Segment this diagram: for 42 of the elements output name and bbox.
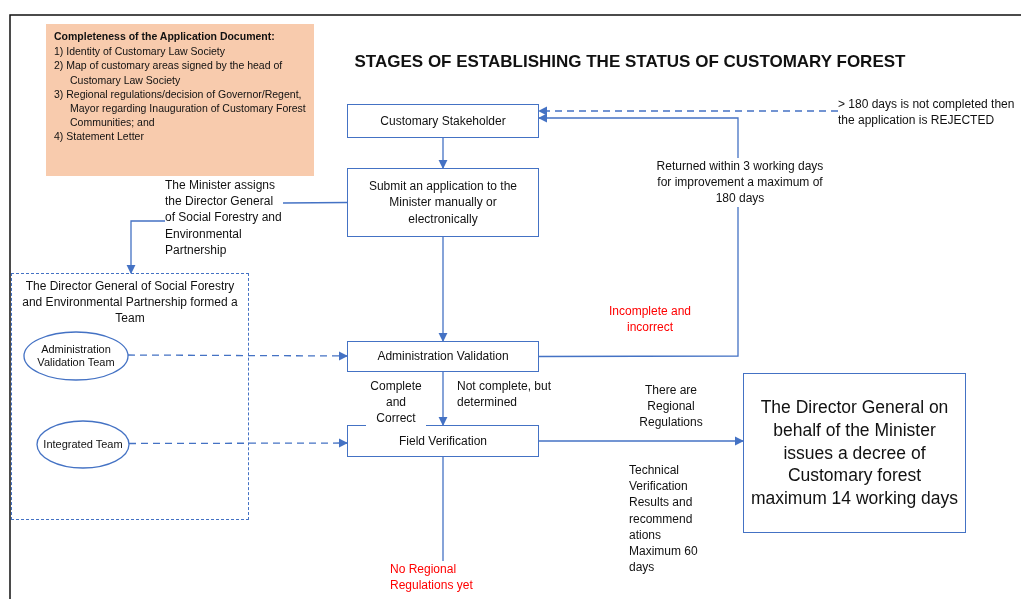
node-text: Integrated Team bbox=[43, 437, 123, 452]
arrow bbox=[126, 220, 166, 274]
list-item: 2) Map of customary areas signed by the head of Customary Law Society bbox=[54, 58, 284, 87]
process-box bbox=[347, 341, 539, 372]
node-text: The Director General on behalf of the Minister issues a decree of Customary forest maximum 14 working days bbox=[750, 396, 959, 510]
team-group bbox=[11, 273, 249, 520]
group-title: The Director General of Social Forestry and Environmental Partnership formed a Team bbox=[21, 278, 239, 328]
arrow bbox=[128, 438, 348, 448]
arrow bbox=[438, 236, 448, 342]
process-box bbox=[347, 168, 539, 237]
node-text: Field Verification bbox=[398, 432, 487, 450]
annotation-text: The Minister assigns the Director General of Social Forestry and Environmental Partnership bbox=[165, 177, 283, 263]
note-text: Technical Verification Results and recommend ations Maximum 60 days bbox=[629, 462, 699, 576]
list-item: 1) Identity of Customary Law Society bbox=[54, 44, 226, 59]
annotation-text: > 180 days is not completed then the application is REJECTED bbox=[838, 96, 1021, 136]
note-text: Not complete, but determined bbox=[457, 378, 553, 411]
heading-text: Completeness of the Application Document: bbox=[54, 29, 276, 44]
arrow bbox=[438, 371, 448, 426]
node-text: Administration Validation bbox=[377, 348, 509, 365]
process-box bbox=[347, 425, 539, 457]
node-text: Customary Stakeholder bbox=[380, 112, 506, 130]
note-text: Incomplete and incorrect bbox=[607, 303, 693, 336]
arrow bbox=[538, 113, 739, 358]
connector-line bbox=[442, 456, 444, 562]
requirements-panel bbox=[46, 24, 314, 176]
connector-line bbox=[282, 201, 348, 204]
diagram-title: STAGES OF ESTABLISHING THE STATUS OF CUSTOMARY FOREST bbox=[353, 52, 907, 72]
team-ellipse bbox=[23, 331, 129, 381]
team-ellipse bbox=[36, 420, 130, 469]
arrow bbox=[538, 106, 839, 116]
arrow bbox=[127, 351, 348, 361]
list-item: 4) Statement Letter bbox=[54, 129, 145, 144]
node-text: Administration Validation Team bbox=[36, 342, 116, 370]
process-box bbox=[347, 104, 539, 138]
decision-box bbox=[743, 373, 966, 533]
edge-label: Returned within 3 working days for improvement a maximum of 180 days bbox=[656, 158, 824, 207]
edge-label: Complete and Correct bbox=[366, 378, 426, 427]
arrow bbox=[538, 436, 744, 446]
annotation-text: No Regional Regulations yet bbox=[390, 561, 500, 597]
node-text: Submit an application to the Minister manually or electronically bbox=[367, 178, 519, 227]
arrow bbox=[438, 137, 448, 169]
list-item: 3) Regional regulations/decision of Governor/Regent, Mayor regarding Inauguration of Customary Forest Communities; and bbox=[54, 86, 306, 130]
